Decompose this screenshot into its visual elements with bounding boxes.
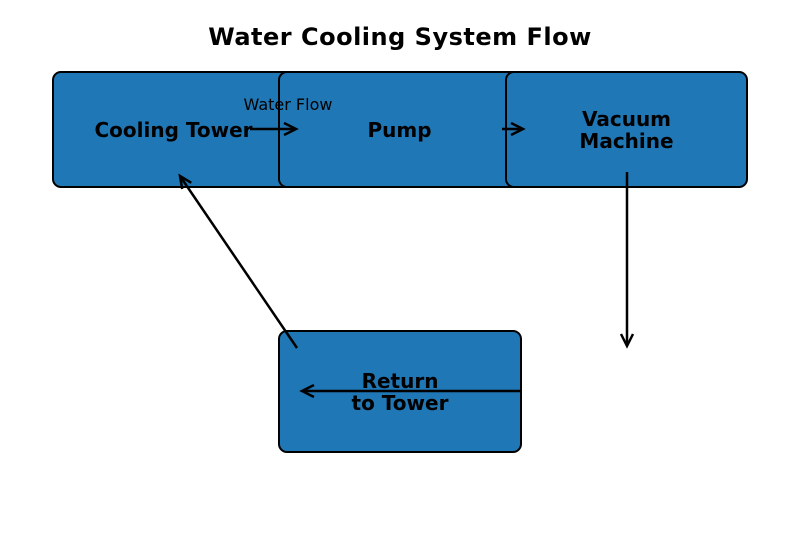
- arrow-return-to-cooling-tower: [178, 173, 299, 349]
- node-label: Pump: [367, 117, 432, 142]
- node-label: Machine: [579, 128, 674, 153]
- node-return-to-tower: Return to Tower: [278, 330, 522, 453]
- node-label: Cooling Tower: [94, 117, 253, 142]
- node-cooling-tower: Cooling Tower: [52, 71, 295, 188]
- water-flow-label: Water Flow: [243, 95, 333, 114]
- node-label: to Tower: [351, 390, 449, 415]
- node-label: Vacuum: [581, 106, 672, 131]
- node-vacuum-machine: Vacuum Machine: [505, 71, 748, 188]
- arrow-vacuum-machine-down: [619, 172, 635, 349]
- node-pump: Pump: [278, 71, 521, 188]
- node-label: Return: [361, 368, 439, 393]
- diagram-title: Water Cooling System Flow: [208, 23, 592, 51]
